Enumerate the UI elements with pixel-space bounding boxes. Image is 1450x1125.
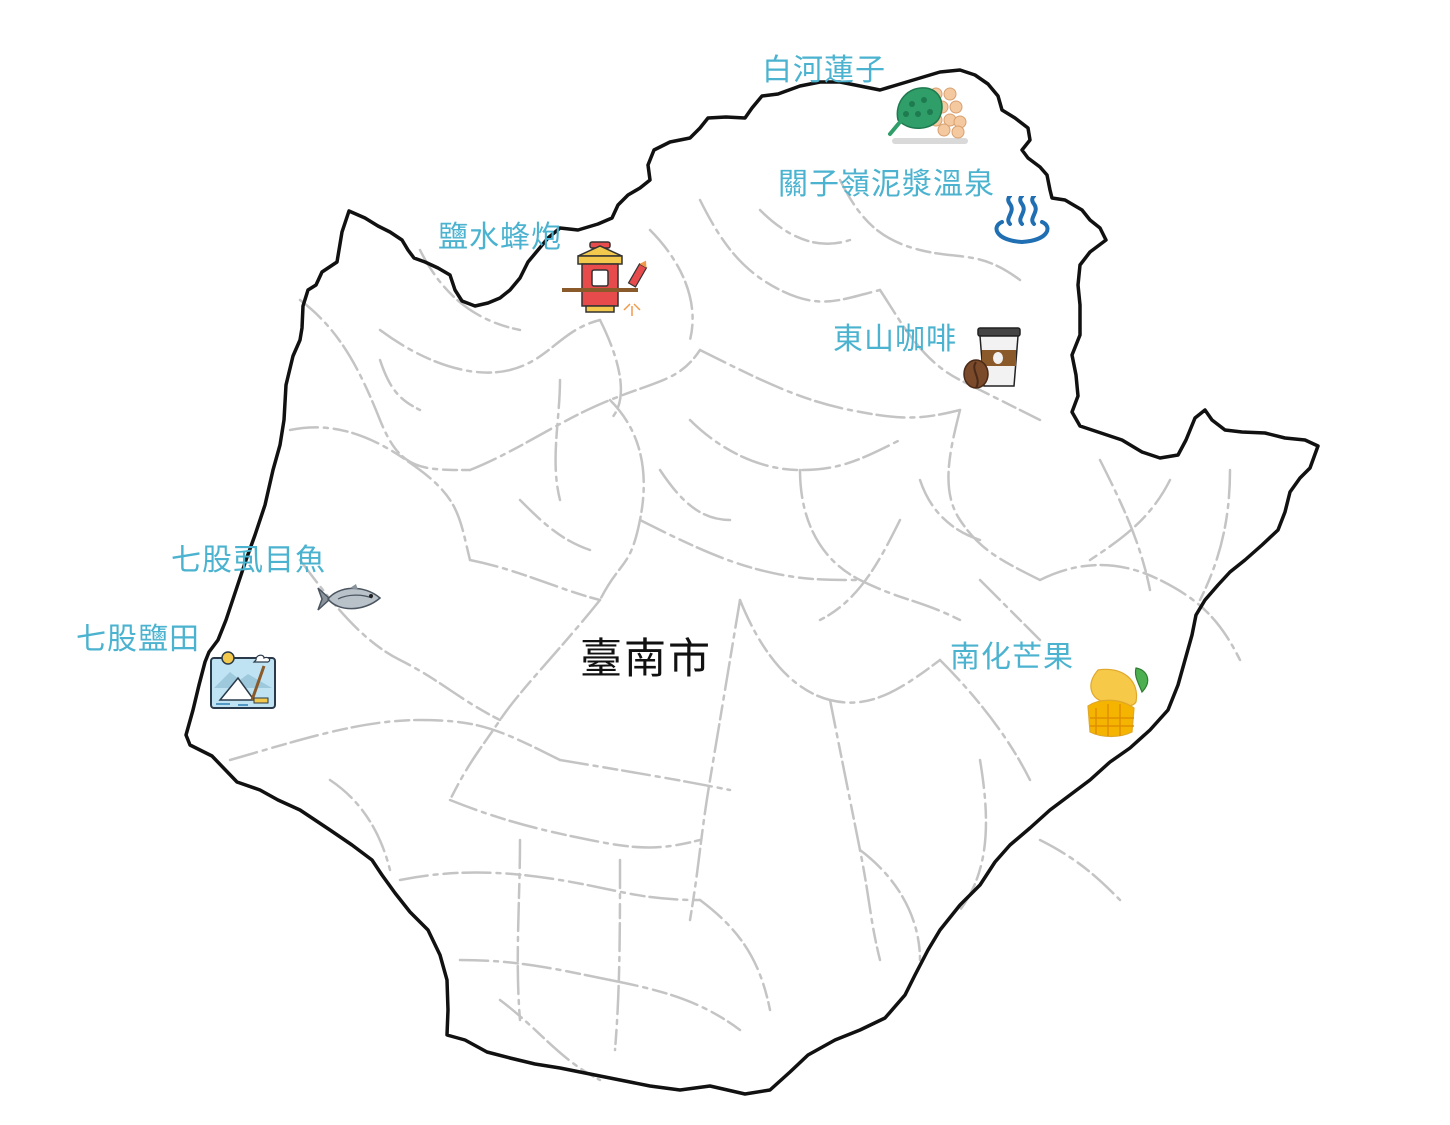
poi-label-nanhua: 南化芒果	[950, 640, 1074, 675]
milkfish-icon	[317, 584, 382, 611]
lotus-seed-icon	[888, 87, 968, 144]
mango-icon	[1087, 667, 1149, 738]
salt-field-icon	[210, 651, 276, 709]
poi-label-baihe: 白河蓮子	[762, 53, 886, 88]
city-boundary	[184, 68, 1320, 1096]
coffee-icon	[963, 327, 1021, 389]
poi-label-guanziling: 關子嶺泥漿溫泉	[778, 167, 995, 202]
hot-spring-icon	[994, 196, 1050, 245]
district-boundaries	[228, 178, 1242, 1082]
poi-label-yanshui: 鹽水蜂炮	[438, 220, 562, 255]
city-name-label: 臺南市	[580, 634, 713, 683]
poi-label-qigu-fish: 七股虱目魚	[171, 543, 326, 578]
poi-label-dongshan: 東山咖啡	[833, 322, 957, 357]
beehive-fireworks-icon	[562, 241, 648, 316]
poi-label-qigu-salt: 七股鹽田	[76, 622, 200, 657]
